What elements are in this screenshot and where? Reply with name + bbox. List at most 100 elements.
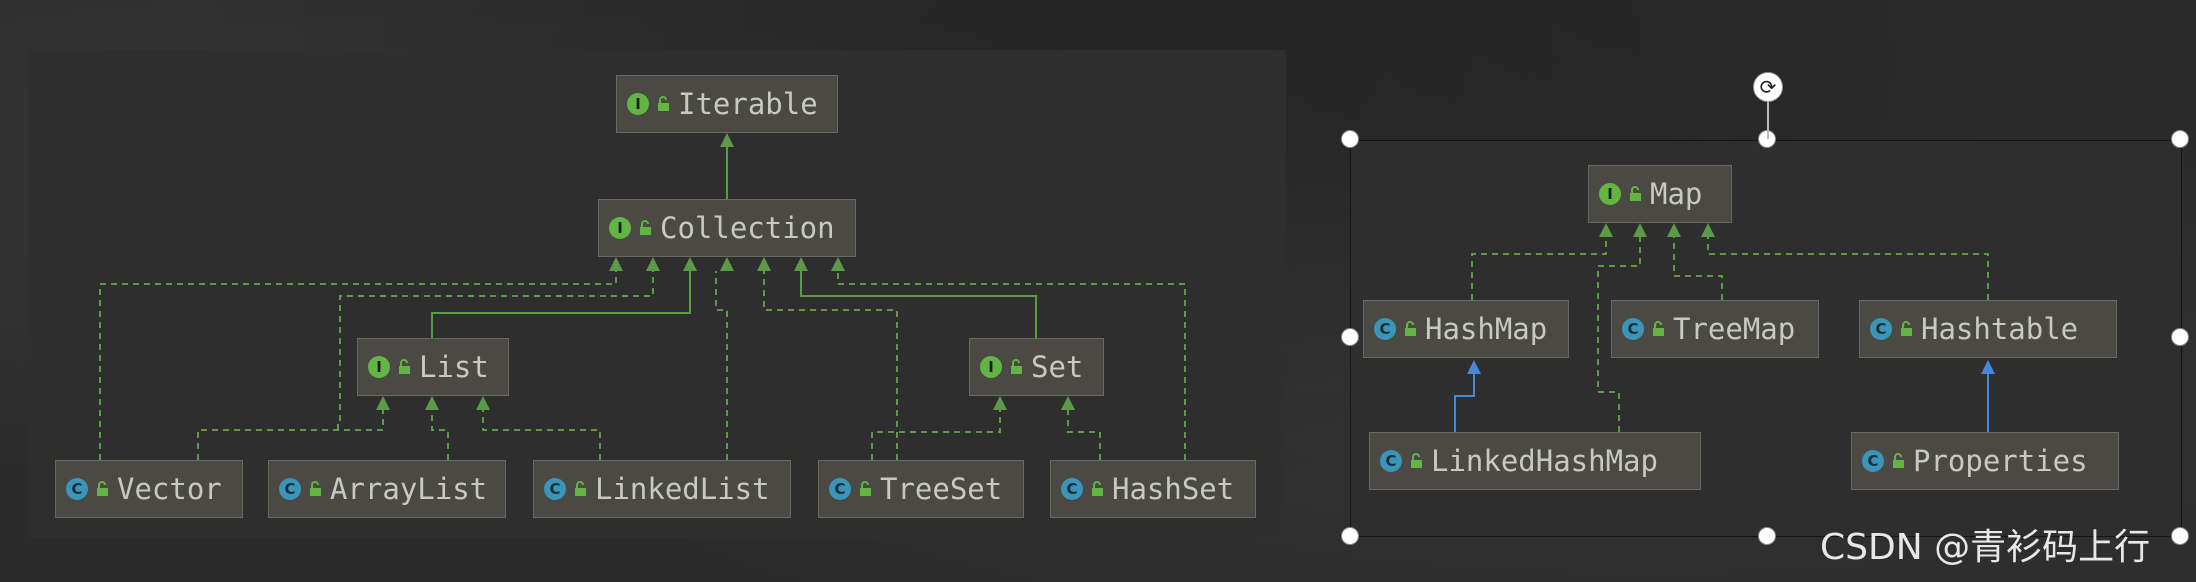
- edge-vector-collection: [99, 271, 617, 460]
- arrowhead: [720, 257, 734, 271]
- hashmap-node[interactable]: C HashMap: [1363, 300, 1569, 358]
- node-label: Vector: [117, 472, 222, 506]
- arrowhead: [993, 396, 1007, 410]
- arrowhead: [1467, 360, 1481, 374]
- interface-icon: I: [609, 217, 631, 239]
- hashset-node[interactable]: C HashSet: [1050, 460, 1256, 518]
- arrowhead: [609, 257, 623, 271]
- arrowhead: [1061, 396, 1075, 410]
- class-icon: C: [1061, 478, 1083, 500]
- node-label: HashSet: [1112, 472, 1235, 506]
- edge-treeset-collection: [763, 271, 898, 460]
- node-label: Properties: [1913, 444, 2088, 478]
- class-icon: C: [1374, 318, 1396, 340]
- edge-set-collection: [800, 271, 1037, 338]
- class-icon: C: [1862, 450, 1884, 472]
- arrowhead: [1633, 223, 1647, 237]
- node-label: ArrayList: [330, 472, 488, 506]
- arrowhead: [1701, 223, 1715, 237]
- linkedlist-node[interactable]: C LinkedList: [533, 460, 791, 518]
- treeset-node[interactable]: C TreeSet: [818, 460, 1024, 518]
- edge-hashtable-map: [1707, 237, 1989, 300]
- class-icon: C: [544, 478, 566, 500]
- unlock-icon: [97, 481, 108, 496]
- resize-handle-left[interactable]: [1341, 328, 1359, 346]
- arrowhead: [831, 257, 845, 271]
- node-label: TreeSet: [880, 472, 1003, 506]
- iterable-node[interactable]: I Iterable: [616, 75, 838, 133]
- edge-linkedlist-collection: [715, 271, 728, 460]
- hashtable-node[interactable]: C Hashtable: [1859, 300, 2117, 358]
- list-node[interactable]: I List: [357, 338, 509, 396]
- arrowhead: [476, 396, 490, 410]
- unlock-icon: [640, 220, 651, 235]
- arrowhead: [1981, 360, 1995, 374]
- map-node[interactable]: I Map: [1588, 165, 1732, 223]
- edge-hashset-set: [1067, 410, 1101, 460]
- resize-handle-bottom-right[interactable]: [2171, 527, 2189, 545]
- class-icon: C: [1380, 450, 1402, 472]
- unlock-icon: [1893, 453, 1904, 468]
- unlock-icon: [1405, 321, 1416, 336]
- arrowhead: [794, 257, 808, 271]
- watermark: CSDN @青衫码上行: [1820, 527, 2151, 568]
- resize-handle-top-right[interactable]: [2171, 130, 2189, 148]
- interface-icon: I: [368, 356, 390, 378]
- class-icon: C: [279, 478, 301, 500]
- interface-icon: I: [980, 356, 1002, 378]
- rotate-icon[interactable]: ⟳: [1753, 72, 1783, 102]
- node-label: Map: [1650, 177, 1703, 211]
- arrowhead: [425, 396, 439, 410]
- resize-handle-bottom-left[interactable]: [1341, 527, 1359, 545]
- properties-node[interactable]: C Properties: [1851, 432, 2119, 490]
- edge-hashset-collection: [837, 271, 1186, 460]
- edge-arraylist-collection: [337, 271, 654, 430]
- vector-node[interactable]: C Vector: [55, 460, 243, 518]
- edge-hashmap-map: [1471, 237, 1607, 300]
- resize-handle-bottom[interactable]: [1758, 527, 1776, 545]
- unlock-icon: [1901, 321, 1912, 336]
- unlock-icon: [1630, 186, 1641, 201]
- interface-icon: I: [1599, 183, 1621, 205]
- unlock-icon: [1011, 359, 1022, 374]
- node-label: LinkedList: [595, 472, 770, 506]
- edge-arraylist-list: [431, 410, 449, 460]
- node-label: TreeMap: [1673, 312, 1796, 346]
- unlock-icon: [860, 481, 871, 496]
- node-label: Set: [1031, 350, 1084, 384]
- node-label: LinkedHashMap: [1431, 444, 1658, 478]
- arrowhead: [376, 396, 390, 410]
- unlock-icon: [1092, 481, 1103, 496]
- class-icon: C: [829, 478, 851, 500]
- unlock-icon: [399, 359, 410, 374]
- linkedhashmap-node[interactable]: C LinkedHashMap: [1369, 432, 1701, 490]
- class-icon: C: [1622, 318, 1644, 340]
- treemap-node[interactable]: C TreeMap: [1611, 300, 1819, 358]
- node-label: HashMap: [1425, 312, 1548, 346]
- resize-handle-top-left[interactable]: [1341, 130, 1359, 148]
- node-label: List: [419, 350, 489, 384]
- rotate-handle-stem: [1767, 101, 1769, 139]
- unlock-icon: [1653, 321, 1664, 336]
- edge-linkedhashmap-map: [1597, 237, 1641, 432]
- edge-linkedhashmap-hashmap: [1454, 372, 1475, 432]
- class-icon: C: [66, 478, 88, 500]
- resize-handle-right[interactable]: [2171, 328, 2189, 346]
- edge-vector-list: [197, 410, 384, 460]
- class-icon: C: [1870, 318, 1892, 340]
- unlock-icon: [575, 481, 586, 496]
- edge-treemap-map: [1673, 237, 1723, 300]
- arraylist-node[interactable]: C ArrayList: [268, 460, 506, 518]
- node-label: Iterable: [678, 87, 818, 121]
- arrowhead: [1667, 223, 1681, 237]
- arrowhead: [646, 257, 660, 271]
- set-node[interactable]: I Set: [969, 338, 1104, 396]
- arrowhead: [757, 257, 771, 271]
- collection-node[interactable]: I Collection: [598, 199, 856, 257]
- arrowhead: [1599, 223, 1613, 237]
- edge-treeset-set: [871, 410, 1001, 460]
- unlock-icon: [310, 481, 321, 496]
- node-label: Collection: [660, 211, 835, 245]
- node-label: Hashtable: [1921, 312, 2079, 346]
